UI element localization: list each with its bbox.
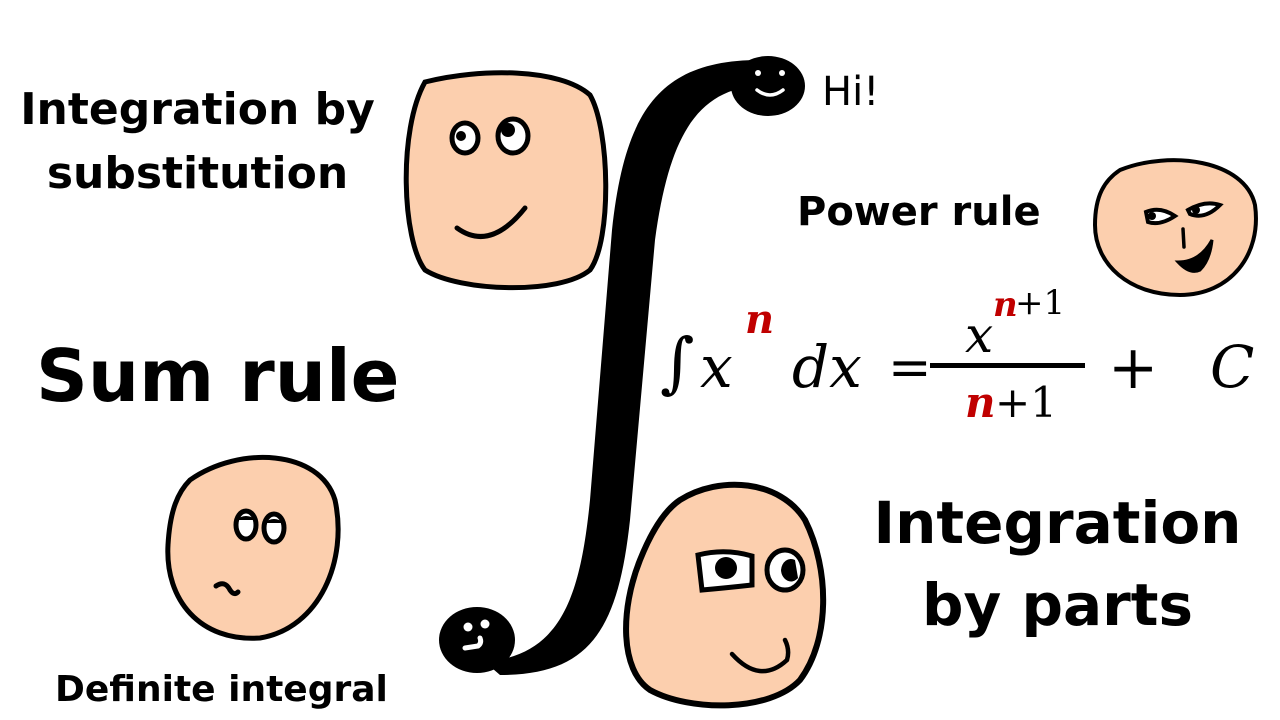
- speech-hi: Hi!: [822, 69, 880, 115]
- denominator-rest: +1: [995, 378, 1057, 427]
- power-rule-face: [1092, 158, 1258, 298]
- parts-face: [623, 481, 827, 709]
- numerator-exp-n: n: [993, 285, 1018, 325]
- formula-dx: dx: [792, 333, 862, 401]
- formula-equals: =: [888, 338, 932, 398]
- sum-rule-face: [165, 454, 341, 641]
- parts-label-line1: Integration: [873, 489, 1242, 557]
- fraction-bar: [930, 363, 1085, 368]
- parts-label-line2: by parts: [921, 571, 1194, 639]
- integral-top-head: [731, 56, 805, 116]
- sum-rule-label: Sum rule: [36, 334, 400, 418]
- formula-base-x: x: [700, 333, 733, 401]
- numerator-exp-rest: +1: [1015, 283, 1066, 323]
- substitution-label: Integration by substitution: [0, 78, 395, 206]
- parts-label: Integration by parts: [845, 482, 1270, 646]
- substitution-face: [403, 70, 609, 291]
- formula-plus: +: [1108, 333, 1159, 403]
- integral-sign-body: [485, 60, 770, 675]
- numerator-x: x: [965, 306, 994, 364]
- integral-symbol: ∫: [660, 324, 695, 401]
- substitution-label-line1: Integration by: [20, 84, 375, 135]
- integral-bottom-head: [439, 607, 515, 673]
- substitution-label-line2: substitution: [46, 148, 349, 199]
- denominator-n: n: [965, 378, 996, 427]
- definite-integral-label: Definite integral: [55, 669, 388, 710]
- formula-constant-c: C: [1210, 333, 1255, 401]
- power-rule-label: Power rule: [797, 189, 1041, 235]
- formula-exponent-n: n: [745, 296, 775, 343]
